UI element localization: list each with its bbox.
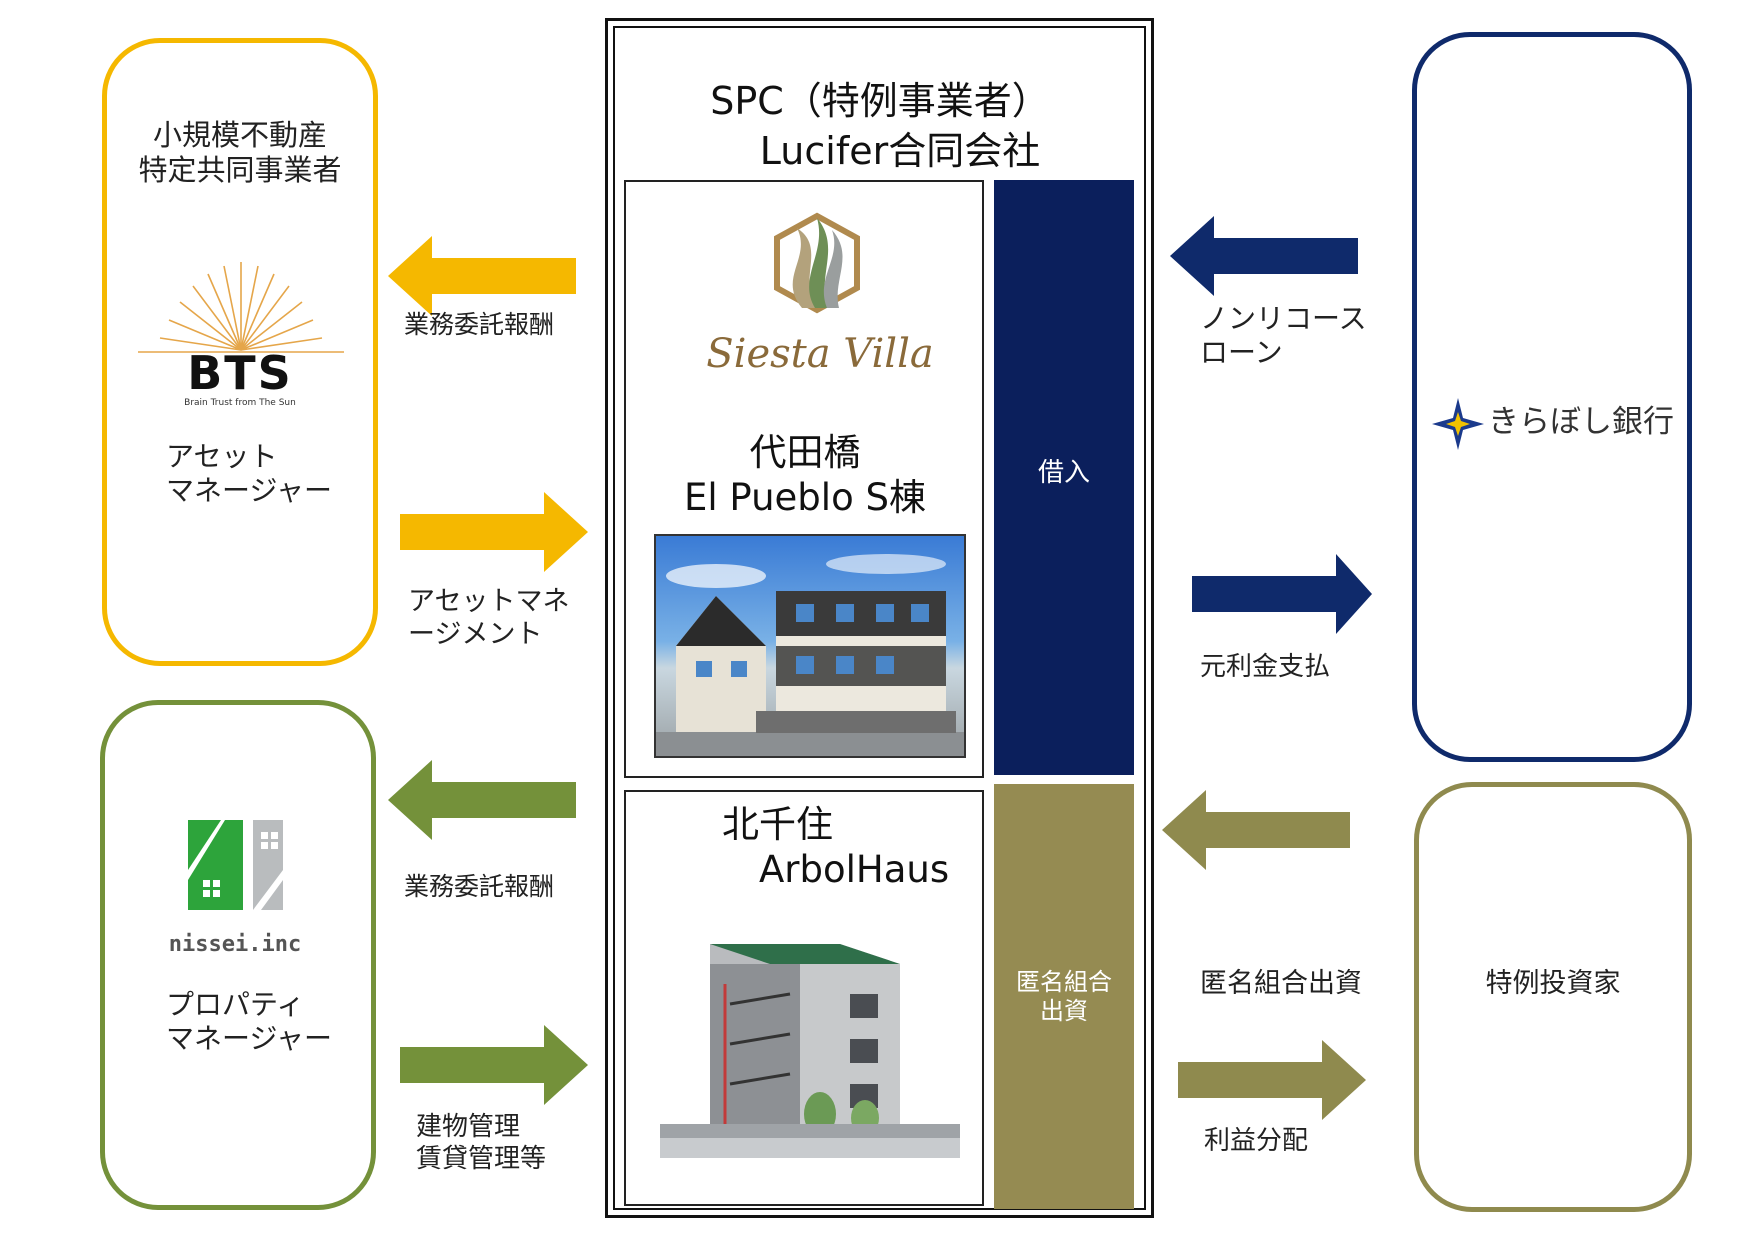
repayment-arrow [1192,554,1372,634]
spc-title-line1: SPC（特例事業者） [710,79,1050,123]
siesta-villa-emblem-icon [774,212,860,314]
am-fee-arrow [388,236,576,316]
loan-bar [994,180,1134,775]
spc-box [605,18,1154,1218]
repayment-label: 元利金支払 [1200,652,1331,682]
property-manager-box [100,700,376,1210]
equity-bar-label: 匿名組合 出資 [1016,968,1112,1026]
siesta-villa-logo-text: Siesta Villa [706,331,934,377]
nissei-logo [183,810,318,960]
building-icon [188,820,283,910]
investment-label: 匿名組合出資 [1200,968,1362,999]
property-2-box [624,790,984,1206]
loan-arrow [1170,216,1358,296]
pm-fee-arrow [388,760,576,840]
bank-name: きらぼし銀行 [1488,404,1674,440]
dividend-arrow [1178,1040,1366,1120]
pm-service-arrow [400,1025,588,1105]
spc-box-inner-border [613,26,1146,1210]
bts-logo-tagline: Brain Trust from The Sun [184,398,296,408]
loan-label: ノンリコース ローン [1200,302,1367,370]
spc-title-line2: Lucifer合同会社 [759,129,1041,173]
am-service-arrow [400,492,588,572]
asset-manager-role: アセット マネージャー [166,440,333,508]
equity-bar [994,784,1134,1209]
pm-fee-label: 業務委託報酬 [404,872,555,901]
dividend-label: 利益分配 [1204,1126,1309,1156]
bank-box [1412,32,1692,762]
property-1-photo [654,534,966,758]
investor-name: 特例投資家 [1485,968,1621,999]
asset-manager-role-title: 小規模不動産 特定共同事業者 [138,118,342,188]
property-1-box [624,180,984,778]
pm-service-label: 建物管理 賃貸管理等 [416,1112,547,1174]
kiraboshi-star-icon [1432,398,1484,450]
property-1-name: 代田橋 El Pueblo S棟 [684,431,926,520]
bts-logo-text: BTS [187,346,293,400]
investment-arrow [1162,790,1350,870]
nissei-logo-text: nissei.inc [168,932,302,957]
property-2-name: 北千住 ArbolHaus [722,803,950,892]
sun-rays-icon [138,262,344,353]
loan-bar-label: 借入 [1037,458,1090,488]
property-2-photo [650,934,966,1164]
bts-logo [136,260,346,410]
am-service-label: アセットマネ ージメント [408,586,570,650]
am-fee-label: 業務委託報酬 [404,310,555,339]
property-manager-role: プロパティ マネージャー [166,988,333,1056]
investor-box [1414,782,1692,1212]
